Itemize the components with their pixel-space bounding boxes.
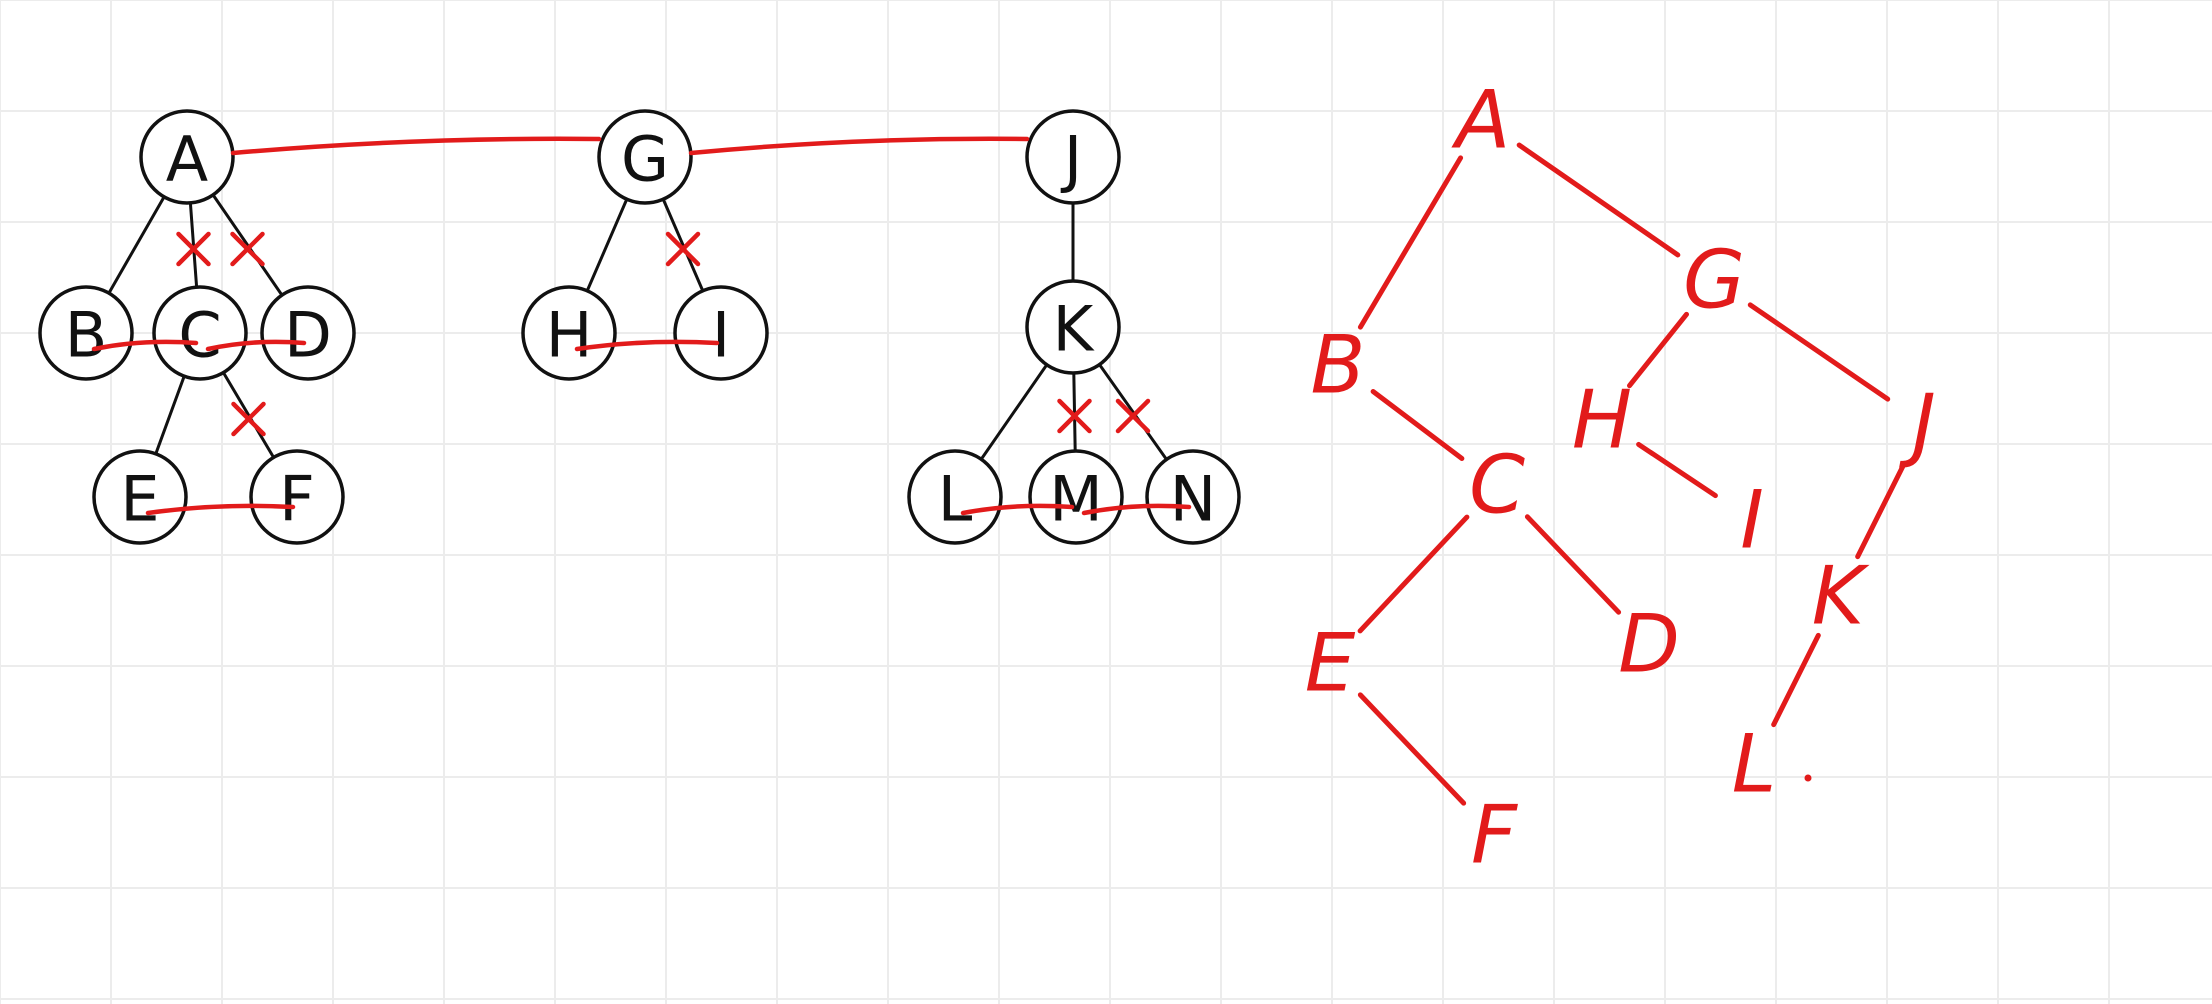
binary-edge-j-k [1855, 460, 1907, 560]
forest-node-m: M [1028, 449, 1124, 545]
forest-node-e: E [92, 449, 188, 545]
binary-node-e: E [1305, 617, 1356, 710]
binary-node-d: D [1618, 598, 1680, 691]
cut-mark-g-i [665, 231, 701, 267]
node-label: C [178, 299, 221, 372]
sibling-link-m-n [1081, 503, 1192, 516]
binary-edge-g-j [1747, 302, 1891, 402]
node-label: G [621, 123, 669, 196]
node-label: N [1170, 463, 1216, 536]
tree-edge-c-e [154, 374, 186, 456]
cut-stroke [1115, 398, 1151, 434]
node-circle [907, 449, 1003, 545]
binary-edge-c-d [1524, 514, 1622, 615]
root-link-g-j [688, 136, 1030, 156]
cut-stroke [230, 231, 265, 267]
node-label: E [120, 463, 159, 536]
node-label: I [712, 299, 730, 372]
node-circle [260, 285, 356, 381]
sibling-link-e-f [145, 503, 296, 516]
tree-edge-c-f [221, 371, 276, 459]
binary-node-j: J [1898, 378, 1936, 471]
tree-edge-a-d [211, 193, 284, 297]
node-circle [1025, 109, 1121, 205]
forest-node-j: J [1025, 109, 1121, 205]
node-label: H [546, 299, 593, 372]
tree-edge-g-i [661, 197, 705, 293]
node-circle [152, 285, 248, 381]
root-link-a-g [230, 136, 602, 156]
tree-edge-g-h [585, 197, 629, 293]
tree-edge-k-m [1072, 371, 1077, 453]
node-circle [249, 449, 345, 545]
forest-node-n: N [1145, 449, 1241, 545]
binary-node-a: A [1451, 74, 1511, 167]
binary-edge-a-b [1357, 155, 1464, 330]
cut-mark-a-c [176, 231, 211, 267]
binary-node-c: C [1469, 439, 1525, 532]
node-circle [139, 109, 235, 205]
binary-node-f: F [1471, 789, 1518, 882]
node-label: A [166, 123, 208, 196]
sibling-link-c-d [205, 339, 307, 352]
binary-node-h: H [1572, 374, 1632, 467]
node-circle [597, 109, 693, 205]
sibling-link-b-c [91, 339, 199, 352]
cut-stroke [176, 231, 211, 267]
forest-node-b: B [38, 285, 134, 381]
node-label: K [1053, 293, 1095, 366]
node-label: M [1049, 463, 1103, 536]
forest-node-k: K [1025, 279, 1121, 375]
forest-node-g: G [597, 109, 693, 205]
tree-edge-k-n [1098, 363, 1168, 461]
binary-edge-c-e [1357, 514, 1470, 634]
cut-mark-c-f [231, 401, 266, 437]
binary-edge-k-l [1771, 632, 1821, 728]
node-circle [38, 285, 134, 381]
node-label: F [279, 463, 315, 536]
binary-edge-e-f [1357, 692, 1467, 806]
binary-edge-b-c [1370, 389, 1465, 461]
sibling-link-h-i [574, 339, 720, 352]
node-circle [1028, 449, 1124, 545]
tree-edge-k-l [979, 363, 1049, 461]
cut-stroke [1057, 398, 1092, 434]
binary-edge-g-h [1626, 311, 1690, 389]
binary-node-g: G [1683, 234, 1745, 327]
tree-edge-a-b [107, 195, 166, 295]
node-circle [1145, 449, 1241, 545]
cut-stroke [665, 231, 701, 267]
binary-node-i: I [1740, 474, 1764, 567]
ink-dot [1804, 774, 1812, 782]
node-circle [673, 285, 769, 381]
binary-edge-a-g [1516, 142, 1681, 258]
forest-node-h: H [521, 285, 617, 381]
node-circle [521, 285, 617, 381]
node-circle [92, 449, 188, 545]
forest-node-l: L [907, 449, 1003, 545]
cut-mark-a-d [230, 231, 265, 267]
forest-node-f: F [249, 449, 345, 545]
node-label: B [65, 299, 108, 372]
node-label: D [284, 299, 332, 372]
node-circle [1025, 279, 1121, 375]
forest-node-c: C [152, 285, 248, 381]
binary-edge-h-i [1636, 441, 1718, 499]
forest-node-d: D [260, 285, 356, 381]
cut-stroke [231, 401, 266, 437]
node-label: L [938, 463, 973, 536]
tree-edge-a-c [188, 201, 199, 289]
cut-mark-k-n [1115, 398, 1151, 434]
binary-node-b: B [1311, 319, 1366, 412]
node-label: J [1060, 123, 1082, 196]
binary-node-l: L [1732, 718, 1777, 811]
cut-mark-k-m [1057, 398, 1092, 434]
forest-node-a: A [139, 109, 235, 205]
binary-node-k: K [1812, 550, 1870, 643]
sibling-link-l-m [960, 503, 1075, 516]
forest-node-i: I [673, 285, 769, 381]
